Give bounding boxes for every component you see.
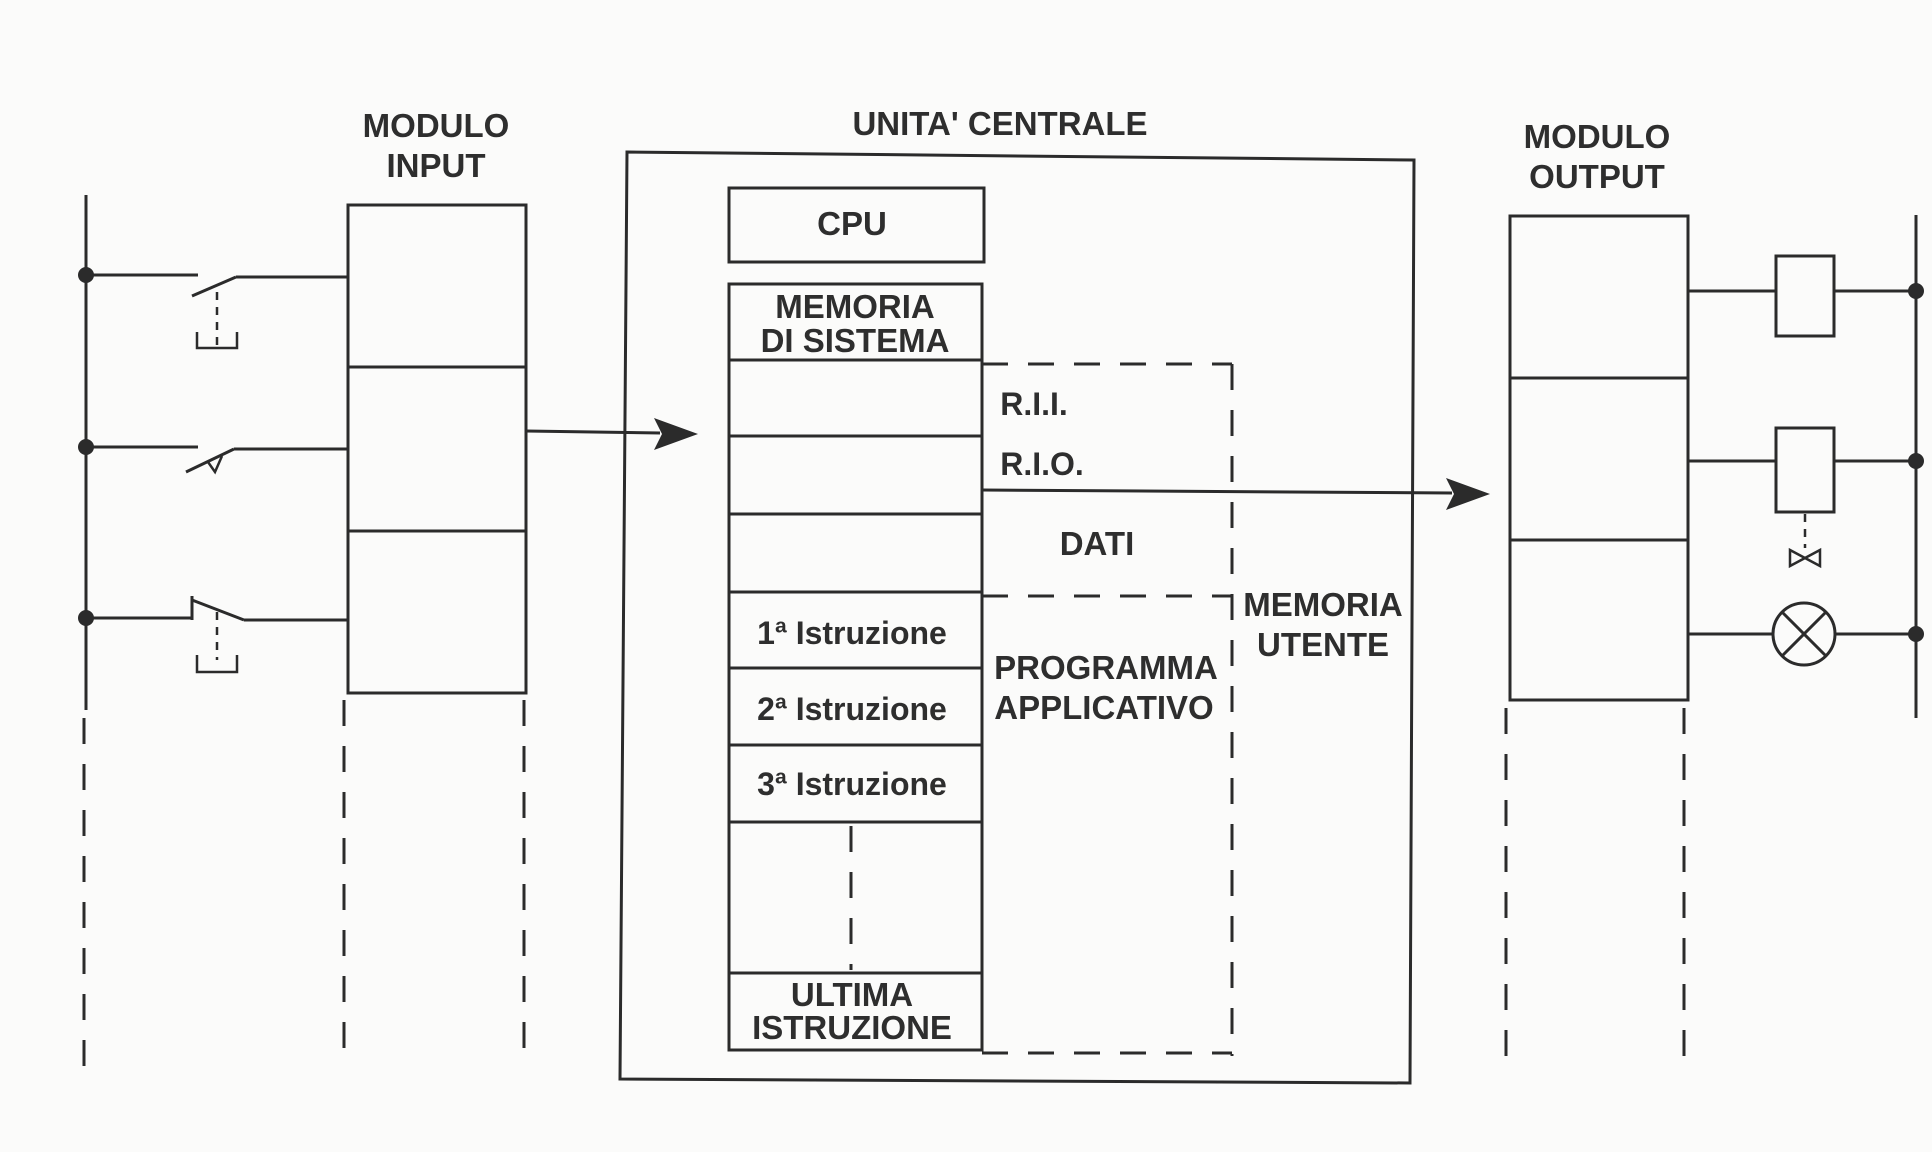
system-memory-line1: MEMORIA [775,288,935,325]
central-unit-box [618,150,1416,1085]
input-to-cpu-arrow [525,418,698,450]
instruction-2: 2ª Istruzione [757,691,947,727]
system-memory-line2: DI SISTEMA [761,322,950,359]
input-module-title-line1: MODULO [363,107,510,144]
application-program-line2: APPLICATIVO [994,689,1213,726]
user-memory-line1: MEMORIA [1243,586,1403,623]
application-program-line1: PROGRAMMA [994,649,1218,686]
cpu-label: CPU [817,205,887,242]
left-power-rail [82,195,88,1070]
last-instruction-line2: ISTRUZIONE [752,1009,952,1046]
signal-lamp-icon [1688,601,1924,667]
input-module-title-line2: INPUT [387,147,486,184]
data-label: DATI [1060,525,1135,562]
user-memory-line2: UTENTE [1257,626,1389,663]
memory-column [727,282,984,1052]
output-module-title-line1: MODULO [1524,118,1671,155]
pushbutton-no-icon [78,267,348,350]
relay-coil-icon [1688,254,1924,338]
rio-label: R.I.O. [1000,446,1084,482]
central-unit-title: UNITA' CENTRALE [852,105,1147,142]
solenoid-valve-icon [1688,426,1924,569]
pushbutton-nc-icon [78,596,348,674]
input-module [342,203,528,1060]
instruction-1: 1ª Istruzione [757,615,947,651]
last-instruction-line1: ULTIMA [791,976,913,1013]
output-module [1504,214,1690,1065]
cpu-to-output-arrow [981,478,1490,510]
switch-no-icon [78,439,348,475]
cpu-box [727,186,986,264]
rii-label: R.I.I. [1000,386,1068,422]
output-module-title-line2: OUTPUT [1529,158,1665,195]
instruction-3: 3ª Istruzione [757,766,947,802]
user-memory-region [982,362,1234,1056]
